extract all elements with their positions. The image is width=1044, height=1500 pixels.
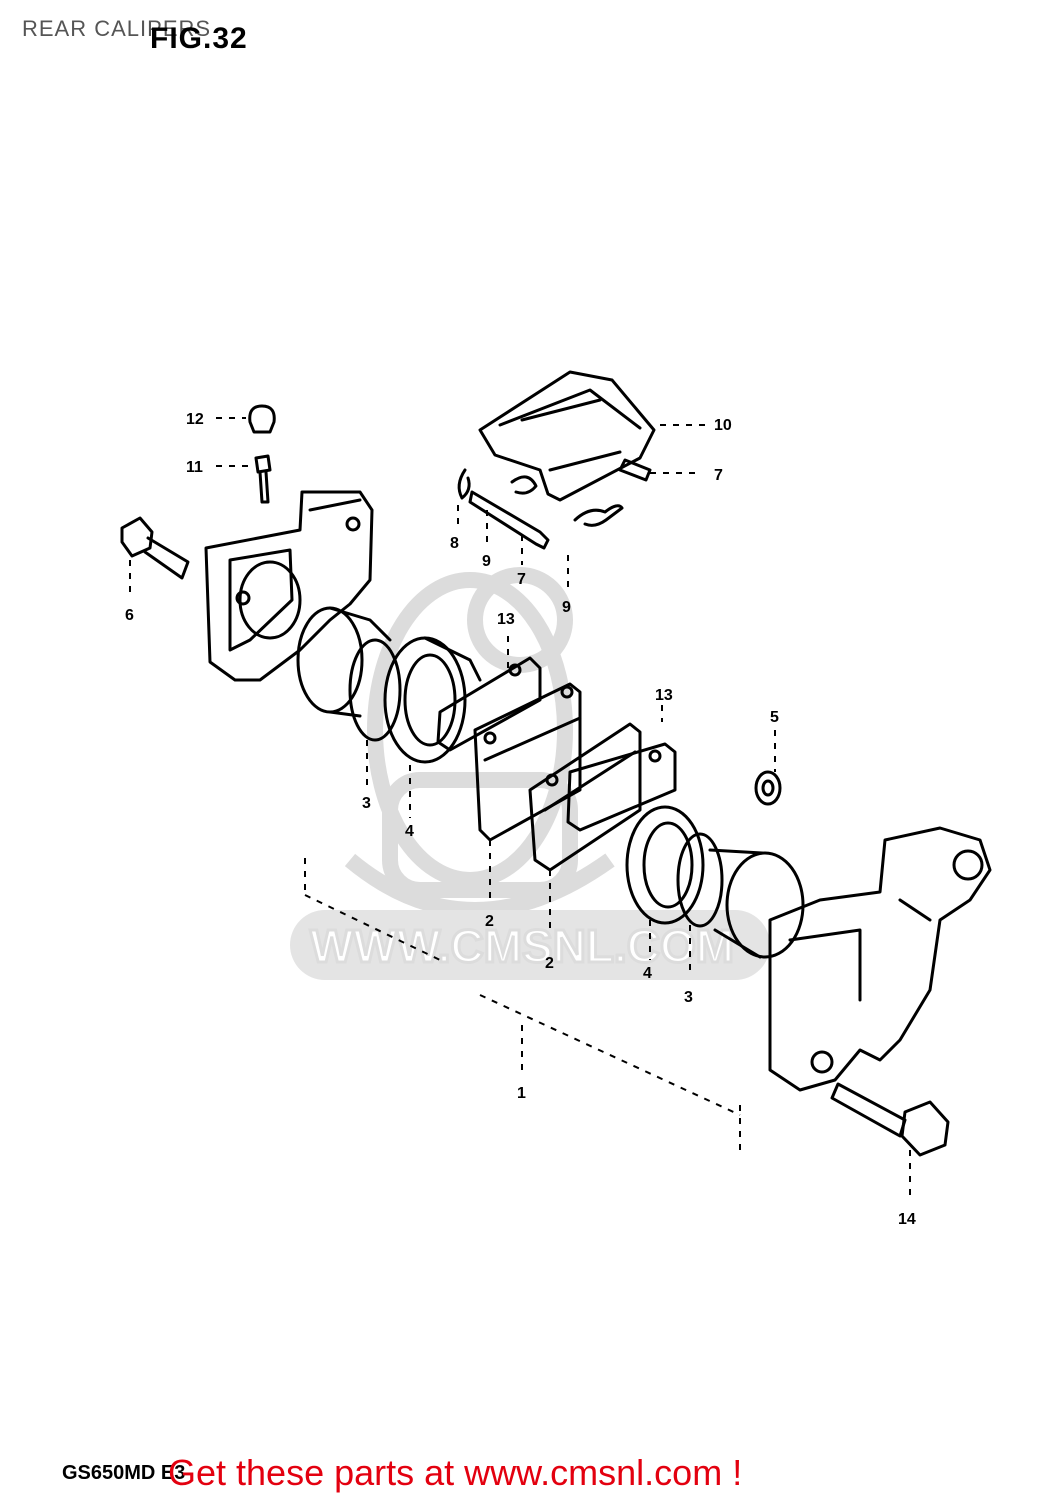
callout-6: 6 bbox=[125, 607, 134, 624]
callout-10: 10 bbox=[714, 417, 732, 434]
part-14-caliper-bolt bbox=[830, 1082, 950, 1157]
callout-8: 8 bbox=[450, 535, 459, 552]
callout-12: 12 bbox=[186, 411, 204, 428]
part-3-piston-seal-right bbox=[676, 832, 724, 928]
callout-9-right: 9 bbox=[562, 599, 571, 616]
part-6-caliper-bolt bbox=[120, 516, 190, 580]
part-9-pin-clip-right bbox=[573, 504, 624, 527]
piston-left bbox=[296, 606, 392, 718]
callout-13-left: 13 bbox=[497, 611, 515, 628]
callout-4-left: 4 bbox=[405, 823, 414, 840]
watermark-logo bbox=[344, 567, 615, 918]
part-5-washer bbox=[754, 770, 782, 806]
callout-9-left: 9 bbox=[482, 553, 491, 570]
callout-11: 11 bbox=[186, 459, 203, 476]
promo-link-text[interactable]: Get these parts at www.cmsnl.com ! bbox=[168, 1452, 743, 1493]
part-4-dust-seal-left bbox=[383, 636, 482, 764]
part-11-bleeder-valve bbox=[254, 454, 272, 504]
part-3-piston-seal-left bbox=[348, 638, 402, 742]
callout-1: 1 bbox=[517, 1085, 526, 1102]
callout-labels: 12 11 10 7 8 9 7 9 6 13 13 5 3 4 2 2 4 3… bbox=[125, 411, 916, 1228]
part-2-brake-pad-left bbox=[473, 682, 582, 842]
part-12-bleeder-cap bbox=[248, 404, 276, 434]
callout-2-left: 2 bbox=[485, 913, 494, 930]
callout-3-right: 3 bbox=[684, 989, 693, 1006]
callout-3-left: 3 bbox=[362, 795, 371, 812]
callout-14: 14 bbox=[898, 1211, 916, 1228]
piston-right bbox=[708, 848, 805, 959]
part-8-pad-spring bbox=[457, 468, 471, 500]
watermark-band bbox=[290, 910, 770, 980]
part-7-pad-pin-lower bbox=[468, 490, 550, 550]
watermark: WWW.CMSNL.COM bbox=[290, 567, 770, 980]
callout-2-right: 2 bbox=[545, 955, 554, 972]
callout-4-right: 4 bbox=[643, 965, 652, 982]
part-10-caliper-cover bbox=[478, 370, 656, 502]
callout-13-right: 13 bbox=[655, 687, 673, 704]
part-7-pad-pin-upper bbox=[618, 458, 652, 482]
model-code: GS650MD E3 bbox=[62, 1462, 186, 1484]
caliper-housing-left bbox=[204, 490, 374, 682]
part-2-brake-pad-right bbox=[528, 722, 642, 872]
part-9-pin-clip-left bbox=[510, 475, 538, 495]
part-13-pad-shim-right bbox=[566, 742, 677, 832]
caliper-housing-right bbox=[768, 826, 992, 1092]
part-4-dust-seal-right bbox=[625, 805, 705, 925]
callout-7-upper: 7 bbox=[714, 467, 723, 484]
watermark-text: WWW.CMSNL.COM bbox=[310, 920, 734, 972]
figure-title: FIG.32 bbox=[150, 22, 248, 55]
page-label: REAR CALIPERS bbox=[22, 16, 212, 41]
callout-7-lower: 7 bbox=[517, 571, 526, 588]
callout-5: 5 bbox=[770, 709, 779, 726]
leader-lines bbox=[129, 417, 911, 1198]
